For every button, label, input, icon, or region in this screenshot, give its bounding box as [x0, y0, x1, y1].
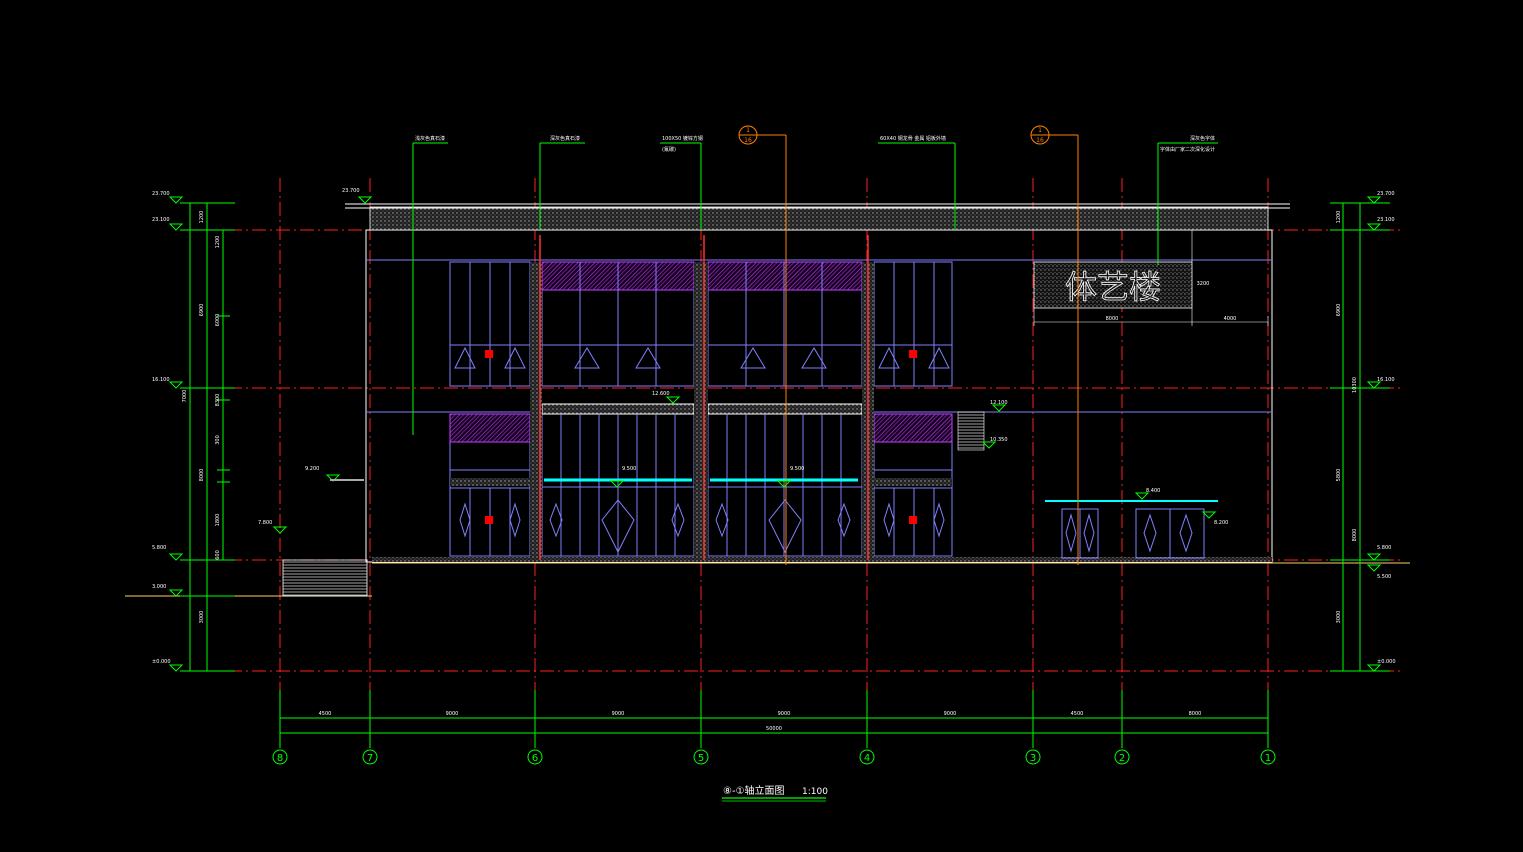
- level-text: 5.800: [1377, 545, 1391, 551]
- sign-text: 体艺楼: [1065, 268, 1161, 306]
- level-text: 23.700: [152, 191, 170, 197]
- drawing-title: ⑧-①轴立面图: [723, 784, 785, 797]
- vdim-text: 3000: [1336, 611, 1342, 624]
- vdim-text: 600: [215, 550, 221, 560]
- vdim-text: 1800: [215, 514, 221, 527]
- vdim-text: 6900: [1336, 304, 1342, 317]
- hdim-text: 9000: [944, 711, 957, 717]
- vdim-text: 6900: [199, 304, 205, 317]
- vdim-text: 8000: [199, 469, 205, 482]
- callout-sheet: 16: [1036, 137, 1044, 144]
- level-text: 5.500: [1377, 574, 1391, 580]
- hdim-text: 9000: [446, 711, 459, 717]
- entrance-doors: [1061, 508, 1205, 559]
- vdim-text: 6000: [215, 314, 221, 327]
- callout-number: 1: [746, 127, 750, 134]
- hdim-text: 4500: [1071, 711, 1084, 717]
- axis-label: 6: [532, 753, 538, 764]
- right-dimensions: [1330, 202, 1390, 672]
- callout-number: 1: [1038, 127, 1042, 134]
- vdim-text: 8300: [215, 394, 221, 407]
- level-lines: [180, 229, 1400, 672]
- axis-label: 1: [1265, 753, 1271, 764]
- roof-parapet: [369, 206, 1269, 231]
- level-text: ±0.000: [152, 659, 171, 665]
- note-text: 60X40 钢龙骨 金属 铝板外墙: [880, 135, 946, 142]
- hdim-text: 9000: [612, 711, 625, 717]
- axis-label: 5: [698, 753, 704, 764]
- axis-label: 2: [1119, 753, 1125, 764]
- marker-square: [909, 516, 917, 524]
- level-markers: [168, 196, 1382, 672]
- axis-label: 8: [277, 753, 283, 764]
- sign-dim: 3200: [1197, 281, 1210, 287]
- vent-louver: [957, 411, 985, 451]
- sign-dim: 8000: [1106, 316, 1119, 322]
- sign-dim-lines: [1033, 230, 1269, 326]
- axis-label: 4: [864, 753, 870, 764]
- vdim-text: 10300: [1352, 377, 1358, 393]
- level-text: ±0.000: [1377, 659, 1396, 665]
- vdim-text: 8000: [1352, 529, 1358, 542]
- axis-label: 3: [1030, 753, 1036, 764]
- note-leaders: [412, 142, 1218, 435]
- total-dim-text: 50000: [766, 726, 782, 732]
- note-text: 深灰色字体: [1190, 135, 1215, 142]
- note-text: 浅灰色真石漆: [415, 135, 445, 142]
- vdim-text: 300: [215, 435, 221, 445]
- level-text: 23.700: [1377, 191, 1395, 197]
- callout-lines: [738, 125, 1079, 565]
- marker-square: [485, 516, 493, 524]
- level-text: 7.800: [258, 520, 272, 526]
- level-text: 12.100: [990, 400, 1008, 406]
- level-text: 9.200: [305, 466, 319, 472]
- marker-square: [485, 350, 493, 358]
- stone-bands: [372, 262, 1272, 562]
- level-text: 5.800: [152, 545, 166, 551]
- vdim-text: 1200: [215, 236, 221, 249]
- level-text: 3.000: [152, 584, 166, 590]
- drawing-scale: 1:100: [802, 787, 828, 797]
- note-text: (氟碳): [662, 146, 676, 153]
- vdim-text: 1200: [199, 211, 205, 224]
- vdim-text: 1200: [1336, 211, 1342, 224]
- side-stair: [282, 559, 368, 597]
- level-text: 23.700: [342, 188, 360, 194]
- vdim-text: 7000: [182, 390, 188, 403]
- level-text: 12.600: [652, 391, 670, 397]
- hdim-text: 4500: [319, 711, 332, 717]
- note-text: 100X50 镀锌方钢: [662, 135, 703, 142]
- hdim-text: 8000: [1189, 711, 1202, 717]
- marker-square: [909, 350, 917, 358]
- level-text: 16.100: [152, 377, 170, 383]
- level-text: 10.350: [990, 437, 1008, 443]
- level-text: 23.100: [152, 217, 170, 223]
- vdim-text: 3000: [199, 611, 205, 624]
- level-text: 9.500: [622, 466, 636, 472]
- vdim-text: 5800: [1336, 469, 1342, 482]
- hdim-text: 9000: [778, 711, 791, 717]
- callout-sheet: 16: [744, 137, 752, 144]
- axis-bubbles: [272, 749, 1276, 765]
- bottom-dimensions: [279, 690, 1269, 748]
- canopies: [544, 478, 1218, 502]
- columns: [539, 235, 869, 560]
- level-text: 9.500: [790, 466, 804, 472]
- level-text: 16.100: [1377, 377, 1395, 383]
- axis-label: 7: [367, 753, 373, 764]
- note-text: 深灰色真石漆: [550, 135, 580, 142]
- level-text: 8.200: [1214, 520, 1228, 526]
- left-dimensions: [180, 202, 235, 672]
- sign-dim: 4000: [1224, 316, 1237, 322]
- note-text: 字体由厂家二次深化设计: [1160, 146, 1215, 153]
- axis-lines: [279, 178, 1269, 690]
- level-text: 8.400: [1146, 488, 1160, 494]
- sign-board: [1033, 261, 1193, 309]
- level-text: 23.100: [1377, 217, 1395, 223]
